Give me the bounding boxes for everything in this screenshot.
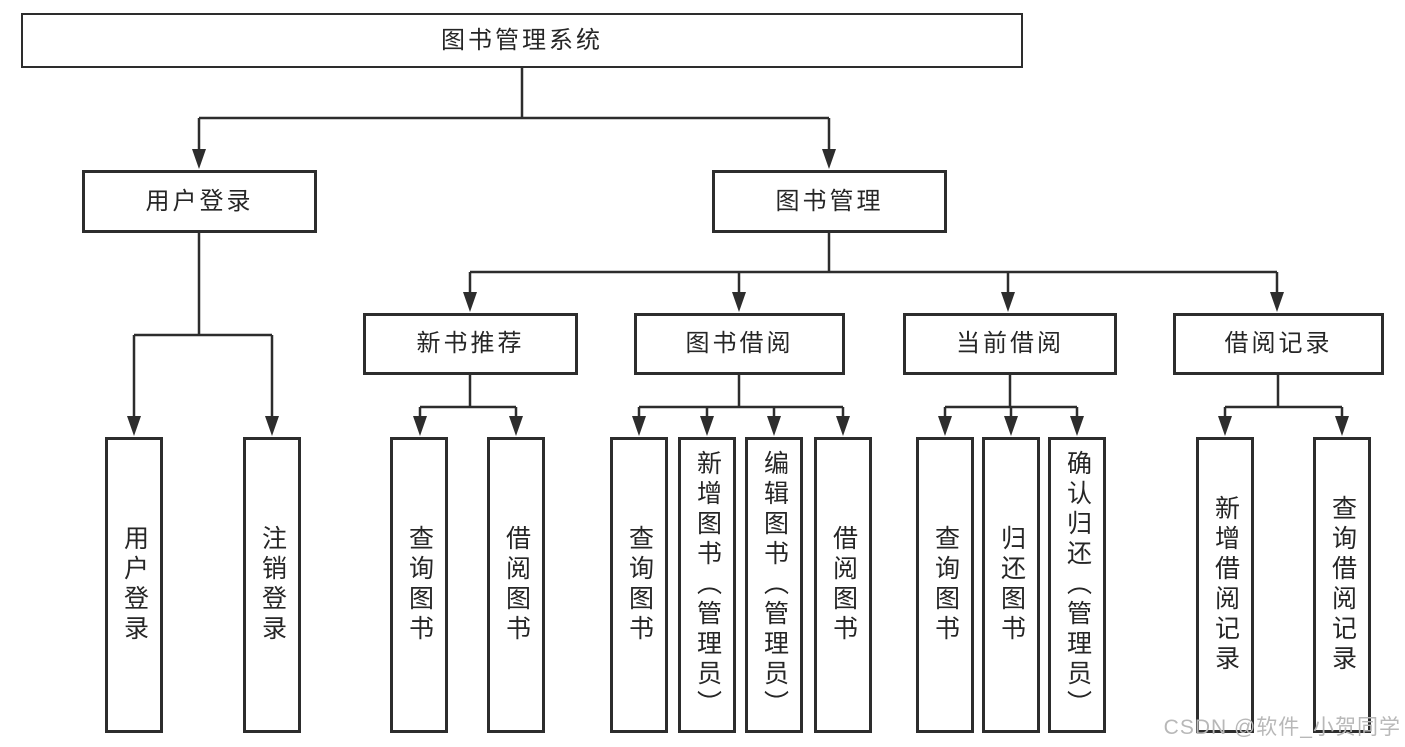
node-user-login-label: 用户登录 [145, 187, 254, 215]
leaf-borrow-borrow-book-label: 借阅图书 [829, 525, 858, 645]
leaf-record-add-borrow-record: 新增借阅记录 [1196, 437, 1254, 733]
node-current-borrow-label: 当前借阅 [956, 330, 1064, 357]
leaf-borrow-borrow-book: 借阅图书 [814, 437, 872, 733]
node-book-management-label: 图书管理 [775, 187, 884, 215]
leaf-current-query-book-label: 查询图书 [931, 525, 960, 645]
leaf-recommend-borrow-book-label: 借阅图书 [502, 525, 531, 645]
leaf-current-query-book: 查询图书 [916, 437, 974, 733]
leaf-recommend-query-book-label: 查询图书 [405, 525, 434, 645]
leaf-current-confirm-return-admin: 确认归还（管理员） [1048, 437, 1106, 733]
leaf-recommend-query-book: 查询图书 [390, 437, 448, 733]
leaf-user-login: 用户登录 [105, 437, 163, 733]
leaf-current-confirm-return-admin-label: 确认归还（管理员） [1063, 450, 1092, 720]
node-new-book-recommend-label: 新书推荐 [416, 330, 525, 357]
node-new-book-recommend: 新书推荐 [363, 313, 578, 375]
node-user-login: 用户登录 [82, 170, 317, 233]
node-borrow-record: 借阅记录 [1173, 313, 1384, 375]
node-root-system: 图书管理系统 [21, 13, 1023, 68]
arrowhead-icons [127, 149, 1349, 436]
node-book-management: 图书管理 [712, 170, 947, 233]
leaf-record-query-borrow-record: 查询借阅记录 [1313, 437, 1371, 733]
node-book-borrow-label: 图书借阅 [685, 330, 794, 357]
leaf-user-login-label: 用户登录 [120, 525, 149, 645]
leaf-borrow-query-book-label: 查询图书 [625, 525, 654, 645]
leaf-borrow-edit-book-admin-label: 编辑图书（管理员） [760, 450, 789, 720]
leaf-borrow-edit-book-admin: 编辑图书（管理员） [745, 437, 803, 733]
csdn-watermark: CSDN @软件_小贺同学 [1163, 716, 1401, 739]
leaf-current-return-book-label: 归还图书 [997, 525, 1026, 645]
leaf-borrow-add-book-admin-label: 新增图书（管理员） [693, 450, 722, 720]
leaf-logout: 注销登录 [243, 437, 301, 733]
leaf-borrow-query-book: 查询图书 [610, 437, 668, 733]
leaf-record-query-borrow-record-label: 查询借阅记录 [1328, 495, 1357, 675]
node-borrow-record-label: 借阅记录 [1224, 330, 1333, 357]
node-root-label: 图书管理系统 [441, 26, 603, 54]
leaf-recommend-borrow-book: 借阅图书 [487, 437, 545, 733]
leaf-logout-label: 注销登录 [258, 525, 287, 645]
leaf-record-add-borrow-record-label: 新增借阅记录 [1211, 495, 1240, 675]
leaf-borrow-add-book-admin: 新增图书（管理员） [678, 437, 736, 733]
leaf-current-return-book: 归还图书 [982, 437, 1040, 733]
node-current-borrow: 当前借阅 [903, 313, 1117, 375]
node-book-borrow: 图书借阅 [634, 313, 845, 375]
